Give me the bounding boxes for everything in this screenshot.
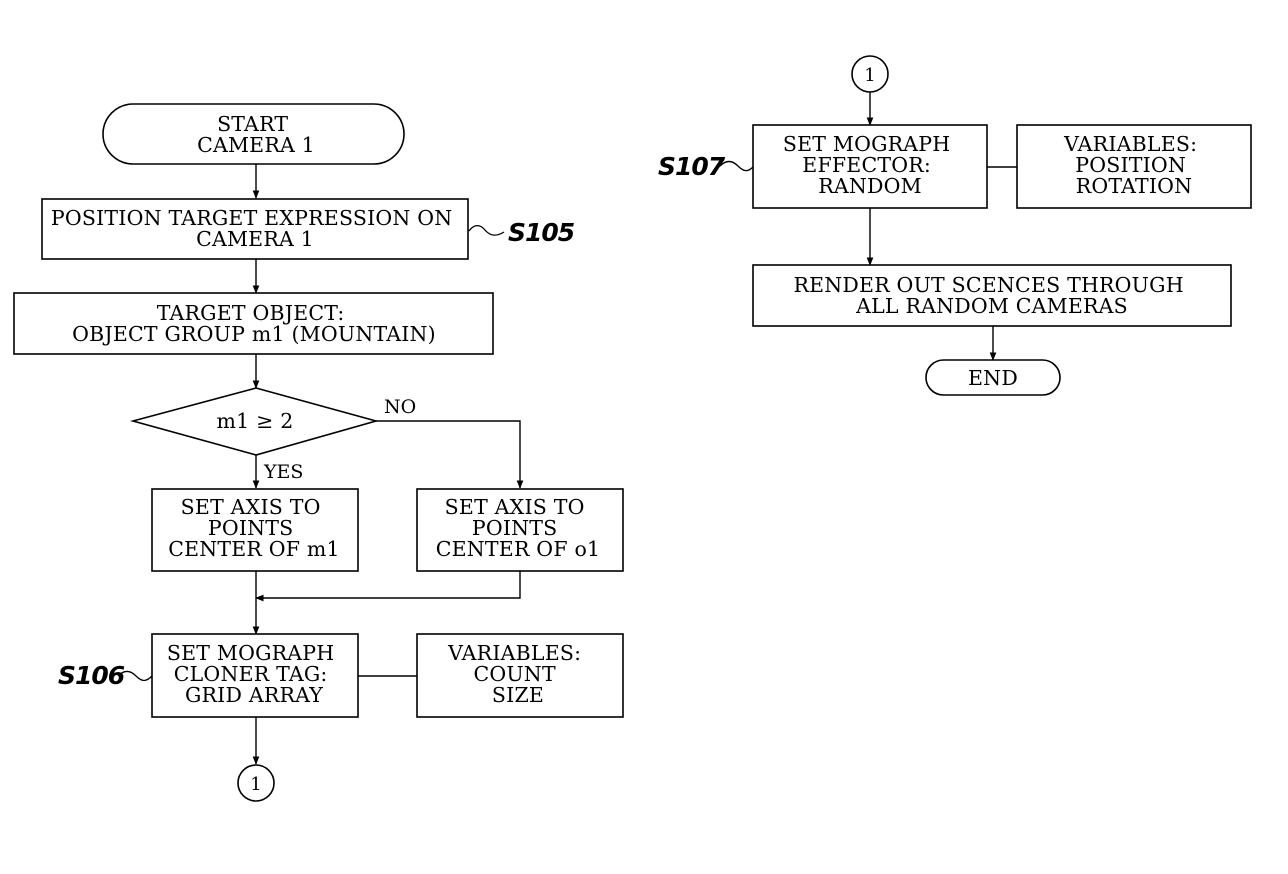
effector-label: SET MOGRAPH EFFECTOR: RANDOM [783, 132, 957, 198]
cloner-label: SET MOGRAPH CLONER TAG: GRID ARRAY [167, 641, 341, 707]
decision-label: m1 ≥ 2 [217, 409, 294, 433]
step-label-s107: S107 [658, 152, 726, 181]
cloner-variables-box [416, 633, 624, 718]
cloner-variables-line-2: COUNT [473, 662, 556, 686]
axis-m1-box [151, 488, 359, 572]
end-terminal-label: END [968, 366, 1018, 390]
render-box [752, 264, 1232, 327]
edge-label-yes: YES [263, 461, 303, 483]
render-line-1: RENDER OUT SCENCES THROUGH [793, 273, 1183, 297]
start-line-2: CAMERA 1 [197, 133, 315, 157]
axis-o1-label: SET AXIS TO POINTS CENTER OF o1 [436, 495, 601, 561]
end-terminal [925, 359, 1061, 396]
decision-diamond [129, 387, 379, 456]
s105-leader [468, 224, 505, 236]
axis-o1-line-2: POINTS [472, 516, 558, 540]
cloner-variables-label: VARIABLES: COUNT SIZE [447, 641, 588, 707]
s107-leader [719, 160, 754, 172]
effector-line-2: EFFECTOR: [802, 153, 931, 177]
off-page-connector-out [237, 764, 275, 802]
target-object-box [13, 292, 494, 355]
start-terminal-label: START CAMERA 1 [197, 112, 315, 157]
cloner-variables-line-1: VARIABLES: [447, 641, 581, 665]
cloner-line-1: SET MOGRAPH [167, 641, 334, 665]
s106-leader [117, 670, 153, 682]
render-line-2: ALL RANDOM CAMERAS [855, 294, 1128, 318]
edge-decision-no [376, 420, 524, 489]
edge-label-no: NO [384, 396, 416, 418]
effector-box [752, 124, 988, 209]
effector-variables-line-1: VARIABLES: [1063, 132, 1197, 156]
off-page-connector-in [851, 55, 889, 93]
render-label: RENDER OUT SCENCES THROUGH ALL RANDOM CA… [793, 273, 1190, 318]
effector-variables-label: VARIABLES: POSITION ROTATION [1063, 132, 1204, 198]
effector-line-1: SET MOGRAPH [783, 132, 950, 156]
off-page-connector-in-label: 1 [864, 65, 875, 86]
target-object-line-1: TARGET OBJECT: [157, 301, 345, 325]
edge-axis-o1-merge [255, 571, 521, 602]
off-page-connector-out-label: 1 [250, 774, 261, 795]
cloner-line-3: GRID ARRAY [185, 683, 323, 707]
step-label-s105: S105 [508, 218, 575, 247]
cloner-box [151, 633, 359, 718]
axis-m1-line-2: POINTS [208, 516, 294, 540]
axis-o1-line-3: CENTER OF o1 [436, 537, 601, 561]
position-target-box [41, 198, 469, 260]
axis-o1-box [416, 488, 624, 572]
effector-variables-line-2: POSITION [1075, 153, 1186, 177]
effector-variables-line-3: ROTATION [1076, 174, 1193, 198]
position-target-line-2: CAMERA 1 [196, 227, 314, 251]
start-terminal [102, 103, 405, 165]
step-label-s106: S106 [58, 661, 125, 690]
axis-m1-label: SET AXIS TO POINTS CENTER OF m1 [168, 495, 340, 561]
position-target-label: POSITION TARGET EXPRESSION ON CAMERA 1 [51, 206, 459, 251]
start-line-1: START [217, 112, 288, 136]
target-object-line-2: OBJECT GROUP m1 (MOUNTAIN) [72, 322, 436, 346]
axis-m1-line-1: SET AXIS TO [181, 495, 321, 519]
cloner-variables-line-3: SIZE [492, 683, 544, 707]
position-target-line-1: POSITION TARGET EXPRESSION ON [51, 206, 452, 230]
axis-m1-line-3: CENTER OF m1 [168, 537, 340, 561]
target-object-label: TARGET OBJECT: OBJECT GROUP m1 (MOUNTAIN… [72, 301, 436, 346]
cloner-line-2: CLONER TAG: [174, 662, 328, 686]
effector-variables-box [1016, 124, 1252, 209]
axis-o1-line-1: SET AXIS TO [445, 495, 585, 519]
effector-line-3: RANDOM [818, 174, 922, 198]
connector-lines [252, 92, 1017, 765]
